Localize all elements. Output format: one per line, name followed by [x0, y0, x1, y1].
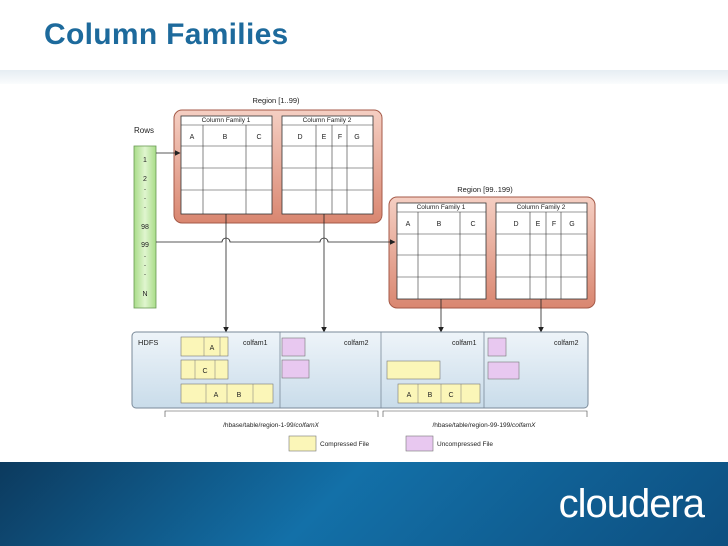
file-block-label: A — [210, 345, 215, 352]
region1-family2-name: Column Family 2 — [303, 117, 352, 124]
slide-title: Column Families — [44, 18, 289, 51]
column-header: F — [338, 134, 342, 141]
row-key: - — [144, 205, 146, 211]
region2-family1-table: Column Family 1 A B C — [396, 202, 487, 300]
row-key: - — [144, 196, 146, 202]
colfam1-label: colfam1 — [452, 340, 477, 347]
column-header: C — [256, 134, 261, 141]
path-region2: /hbase/table/region-99-199/colfamX — [433, 422, 537, 429]
column-header: B — [437, 221, 442, 228]
legend-uncompressed-label: Uncompressed File — [437, 441, 493, 448]
file-block-label: C — [448, 392, 453, 399]
row-key: - — [144, 254, 146, 260]
hdfs-label: HDFS — [138, 338, 158, 347]
uncompressed-file — [281, 359, 310, 379]
path-bracket — [164, 410, 379, 417]
row-key: 98 — [141, 224, 149, 231]
row-key-column — [133, 145, 157, 309]
row-key: - — [144, 187, 146, 193]
path-region1: /hbase/table/region-1-99/colfamX — [223, 422, 319, 429]
column-families-diagram: Rows 1 2 - - - 98 99 - - - N Region [1..… — [131, 96, 596, 452]
column-header: G — [354, 134, 359, 141]
region1-family1-table: Column Family 1 A B C — [180, 115, 273, 215]
hdfs-region2-colfam1-files: A B C — [386, 360, 481, 404]
file-block-label: B — [428, 392, 433, 399]
uncompressed-file — [487, 337, 507, 357]
region2-label: Region [99..199) — [457, 185, 513, 194]
row-key: - — [144, 263, 146, 269]
file-block-label: A — [214, 392, 219, 399]
rows-label: Rows — [134, 126, 154, 135]
file-block-label: C — [202, 368, 207, 375]
uncompressed-file — [281, 337, 306, 357]
hdfs-region1-colfam1-files: A C A B — [180, 336, 274, 404]
row-key: - — [144, 272, 146, 278]
row-key: 1 — [143, 157, 147, 164]
footer-band: cloudera — [0, 462, 728, 546]
row-key: N — [142, 291, 147, 298]
column-header: C — [470, 221, 475, 228]
region2-family1-name: Column Family 1 — [417, 204, 466, 211]
legend-compressed-swatch — [288, 435, 317, 452]
row-key: 99 — [141, 242, 149, 249]
region1-family1-name: Column Family 1 — [202, 117, 251, 124]
row-key: 2 — [143, 176, 147, 183]
column-header: D — [297, 134, 302, 141]
title-divider — [0, 70, 728, 84]
row-arrow-region2 — [156, 237, 396, 245]
colfam1-label: colfam1 — [243, 340, 268, 347]
column-header: D — [513, 221, 518, 228]
column-header: A — [190, 134, 195, 141]
cloudera-logo: cloudera — [558, 482, 705, 526]
file-block-label: A — [407, 392, 412, 399]
file-block-label: B — [237, 392, 242, 399]
legend-compressed-label: Compressed File — [320, 441, 370, 448]
column-header: E — [322, 134, 327, 141]
row-key-list: 1 2 - - - 98 99 - - - N — [141, 157, 149, 298]
column-header: E — [536, 221, 541, 228]
column-header: F — [552, 221, 556, 228]
column-header: A — [406, 221, 411, 228]
region2-family2-name: Column Family 2 — [517, 204, 566, 211]
column-header: B — [223, 134, 228, 141]
legend-uncompressed-swatch — [405, 435, 434, 452]
colfam2-label: colfam2 — [554, 340, 579, 347]
path-bracket — [382, 410, 588, 417]
region2-family2-table: Column Family 2 D E F G — [495, 202, 588, 300]
region1-family2-table: Column Family 2 D E F G — [281, 115, 374, 215]
uncompressed-file — [487, 361, 520, 380]
region1-label: Region [1..99) — [252, 96, 300, 105]
colfam2-label: colfam2 — [344, 340, 369, 347]
column-header: G — [569, 221, 574, 228]
